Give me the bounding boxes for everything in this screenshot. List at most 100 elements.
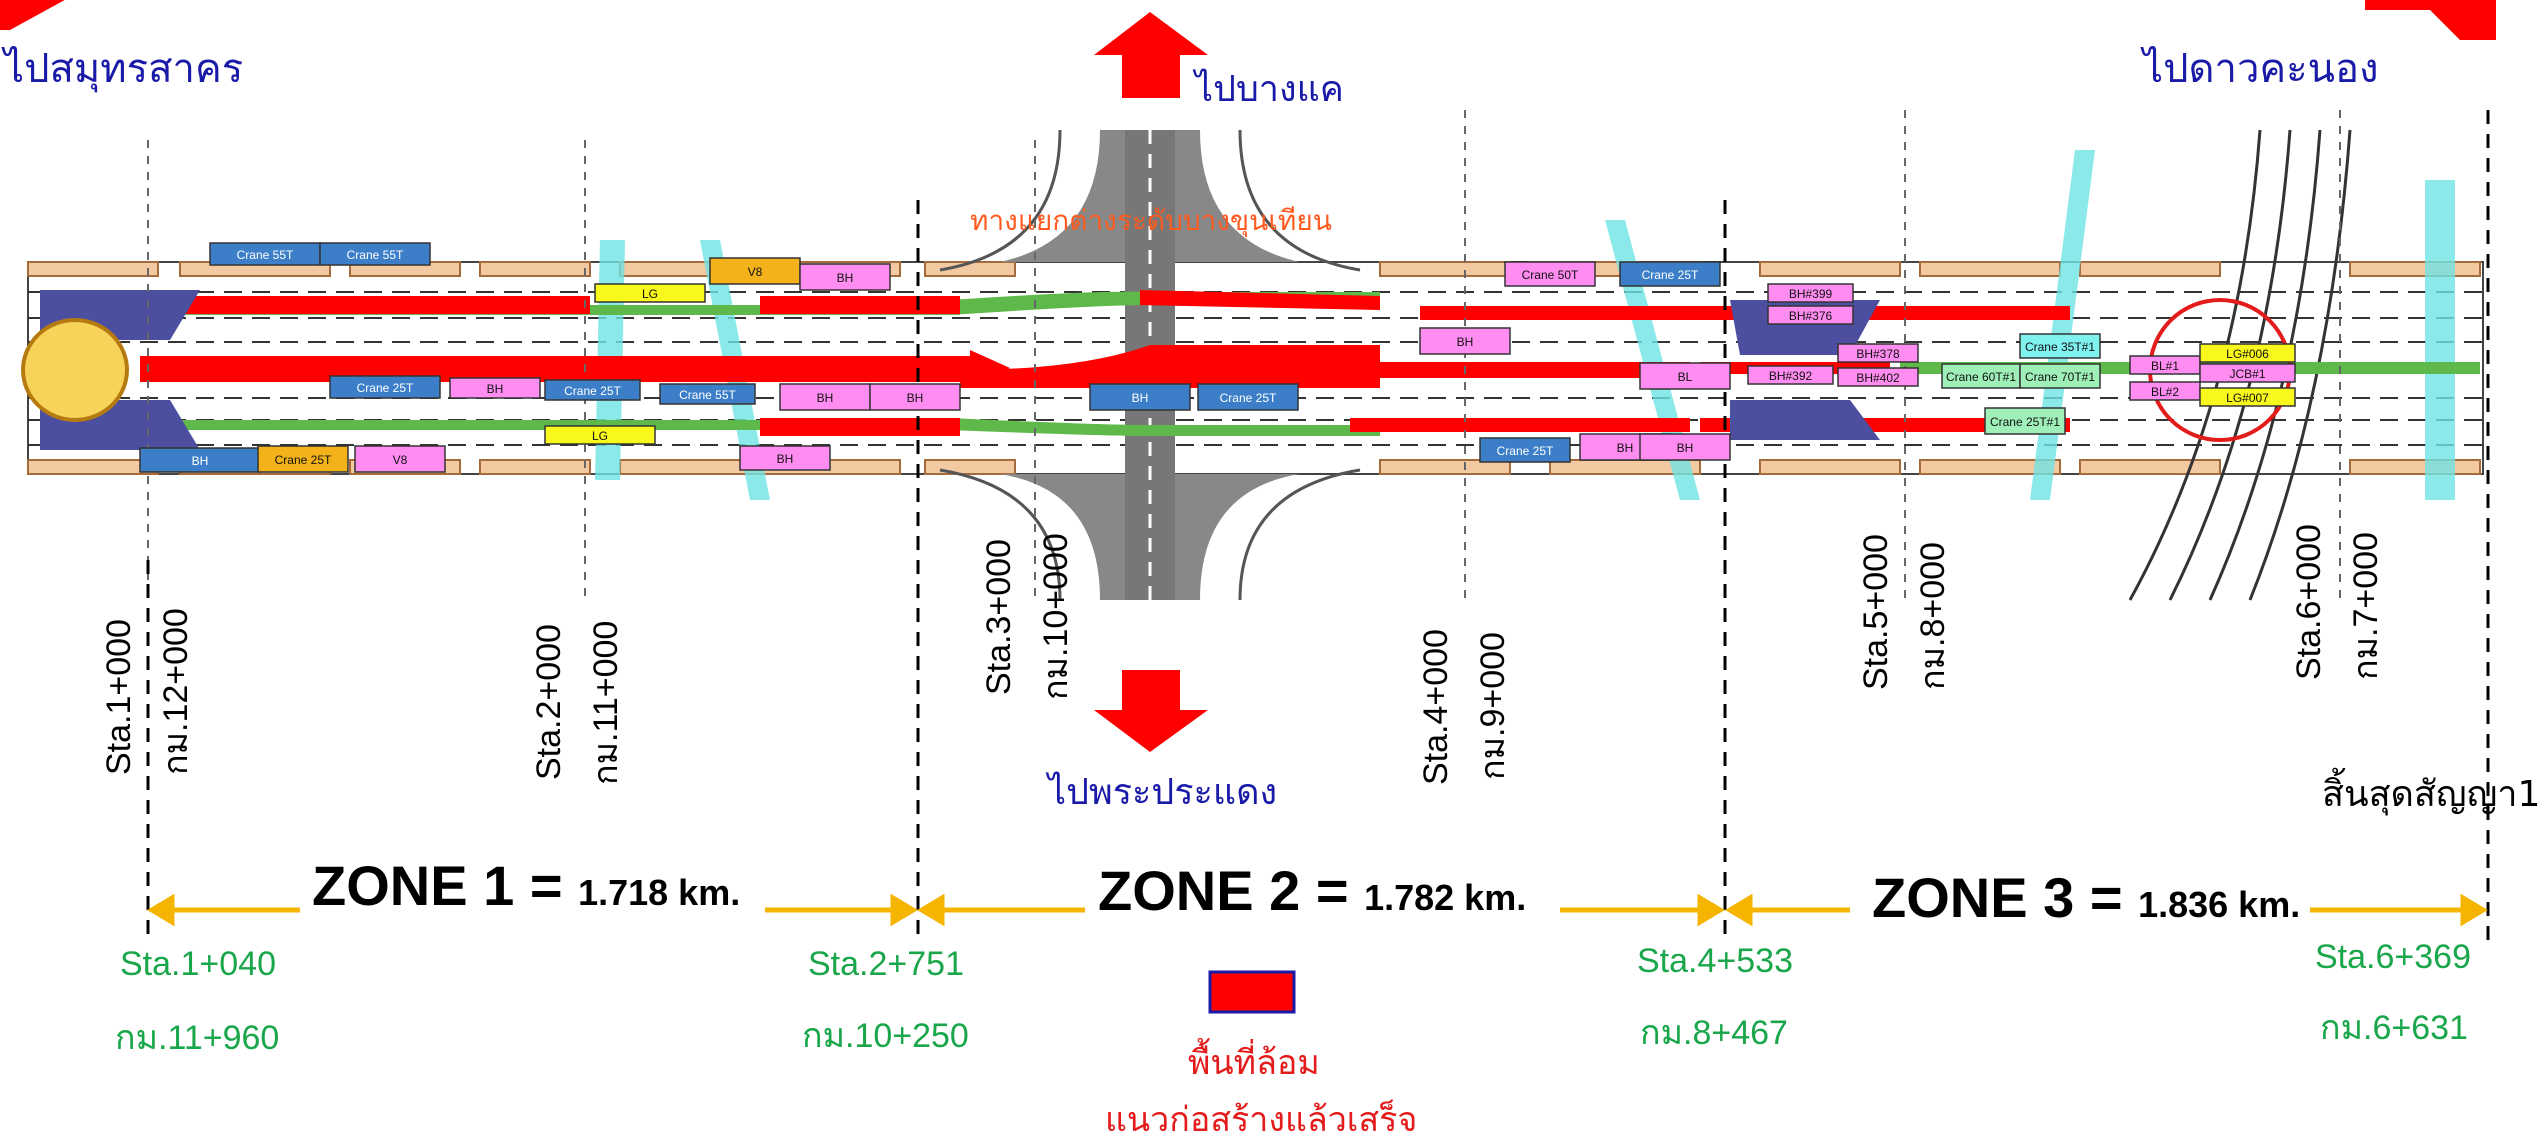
- equipment-label: Crane 35T#1: [2025, 340, 2095, 354]
- equipment-label: V8: [393, 453, 408, 467]
- direction-top-label: ไปบางแค: [1195, 69, 1344, 110]
- equipment-box: [319, 242, 431, 266]
- equipment-label: BL: [1678, 370, 1693, 384]
- equipment-label: Crane 25T: [1642, 268, 1699, 282]
- equipment-label: BL#2: [2151, 385, 2179, 399]
- equipment-box: [1197, 383, 1299, 411]
- equipment-box: [659, 383, 756, 405]
- equipment-box: [354, 445, 446, 473]
- equipment-label: BH#378: [1856, 347, 1900, 361]
- km-10-label: กม.10+000: [1037, 533, 1075, 700]
- km-11-label: กม.11+000: [587, 620, 625, 785]
- equipment-box: [2199, 343, 2296, 363]
- equipment-label: BH: [1457, 335, 1474, 349]
- sta-3-label: Sta.3+000: [980, 539, 1018, 695]
- sta-6-label: Sta.6+000: [2290, 524, 2328, 680]
- equipment-label: BH: [1132, 391, 1149, 405]
- direction-right-label: ไปดาวคะนอง: [2143, 46, 2379, 92]
- equipment-label: BH: [192, 454, 209, 468]
- legend-swatch: [1208, 970, 1296, 1014]
- arrow-left-icon: [0, 0, 72, 30]
- boundary-4-km: กม.6+631: [2320, 1009, 2468, 1047]
- equipment-label: V8: [748, 265, 763, 279]
- boundary-2-sta: Sta.2+751: [808, 945, 964, 983]
- equipment-box: [739, 445, 831, 471]
- km-7-label: กม.7+000: [2347, 532, 2385, 680]
- equipment-label: Crane 70T#1: [2025, 370, 2095, 384]
- seal-logo: [21, 318, 129, 422]
- equipment-box: [139, 447, 261, 473]
- equipment-label: LG#006: [2226, 347, 2269, 361]
- legend-line-2: แนวก่อสร้างแล้วเสร็จ: [1105, 1100, 1418, 1140]
- direction-bottom-label: ไปพระประแดง: [1048, 772, 1278, 813]
- equipment-box: [1941, 363, 2021, 389]
- direction-left-label: ไปสมุทรสาคร: [4, 46, 244, 92]
- sta-4-label: Sta.4+000: [1417, 629, 1455, 785]
- boundary-1-km: กม.11+960: [115, 1019, 280, 1057]
- equipment-label: JCB#1: [2229, 367, 2265, 381]
- zone-2-eq: =: [1300, 859, 1365, 922]
- boundary-2-km: กม.10+250: [802, 1017, 969, 1055]
- equipment-box: [2199, 363, 2296, 383]
- zone-3-name: ZONE 3: [1872, 866, 2075, 929]
- equipment-box: [869, 383, 961, 411]
- equipment-label: Crane 50T: [1522, 268, 1579, 282]
- sta-2-label: Sta.2+000: [530, 624, 568, 780]
- equipment-box: [329, 375, 441, 399]
- legend-line-1: พื้นที่ล้อม: [1188, 1043, 1320, 1083]
- junction-label: ทางแยกต่างระดับบางขุนเทียน: [970, 204, 1332, 238]
- zone-3-eq: =: [2074, 866, 2139, 929]
- equipment-label: BH: [837, 271, 854, 285]
- equipment-label: BH: [1617, 441, 1634, 455]
- equipment-label: BH#402: [1856, 371, 1900, 385]
- arrow-down-icon: [1094, 670, 1208, 752]
- equipment-label: Crane 25T: [1220, 391, 1277, 405]
- sta-1-label: Sta.1+000: [100, 619, 138, 775]
- equipment-label: Crane 55T: [237, 248, 294, 262]
- boundary-1-sta: Sta.1+040: [120, 945, 276, 983]
- equipment-box: [2019, 363, 2101, 389]
- equipment-box: [2019, 333, 2101, 359]
- equipment-label: Crane 25T: [357, 381, 414, 395]
- equipment-box: [1479, 437, 1571, 463]
- zone-3-length: 1.836 km.: [2138, 884, 2301, 925]
- zone-1-eq: =: [514, 854, 579, 917]
- equipment-box: [1767, 283, 1854, 303]
- zone-1-length: 1.718 km.: [578, 872, 741, 913]
- sta-5-label: Sta.5+000: [1857, 534, 1895, 690]
- equipment-label: BH: [907, 391, 924, 405]
- equipment-box: [1419, 327, 1511, 355]
- equipment-label: BH: [817, 391, 834, 405]
- zone-3-title: ZONE 3 = 1.836 km.: [1872, 865, 2300, 930]
- equipment-box: [1747, 365, 1834, 385]
- zone-arrows: [147, 893, 2488, 927]
- arrow-right-icon: [2365, 0, 2496, 40]
- end-of-contract-label: สิ้นสุดสัญญา1: [2322, 774, 2540, 815]
- equipment-box: [1089, 383, 1191, 411]
- km-12-label: กม.12+000: [157, 608, 195, 775]
- zone-1-name: ZONE 1: [312, 854, 515, 917]
- equipment-box: [1639, 362, 1731, 390]
- equipment-box: [544, 425, 656, 445]
- equipment-box: [1619, 261, 1721, 287]
- zone-2-length: 1.782 km.: [1364, 877, 1527, 918]
- equipment-box: [1837, 367, 1919, 387]
- equipment-label: Crane 60T#1: [1946, 370, 2016, 384]
- equipment-box: [544, 379, 641, 401]
- equipment-label: Crane 25T: [564, 384, 621, 398]
- boundary-4-sta: Sta.6+369: [2315, 938, 2471, 976]
- equipment-label: LG: [642, 287, 658, 301]
- equipment-box: [1504, 261, 1596, 287]
- boundary-3-sta: Sta.4+533: [1637, 942, 1793, 980]
- equipment-label: BH#376: [1789, 309, 1833, 323]
- equipment-label: LG#007: [2226, 391, 2269, 405]
- zone-2-title: ZONE 2 = 1.782 km.: [1098, 858, 1526, 923]
- zone-1-title: ZONE 1 = 1.718 km.: [312, 853, 740, 918]
- equipment-label: BH: [1677, 441, 1694, 455]
- equipment-box: [1984, 407, 2066, 435]
- equipment-box: [449, 377, 541, 399]
- equipment-box: [1837, 343, 1919, 363]
- equipment-label: LG: [592, 429, 608, 443]
